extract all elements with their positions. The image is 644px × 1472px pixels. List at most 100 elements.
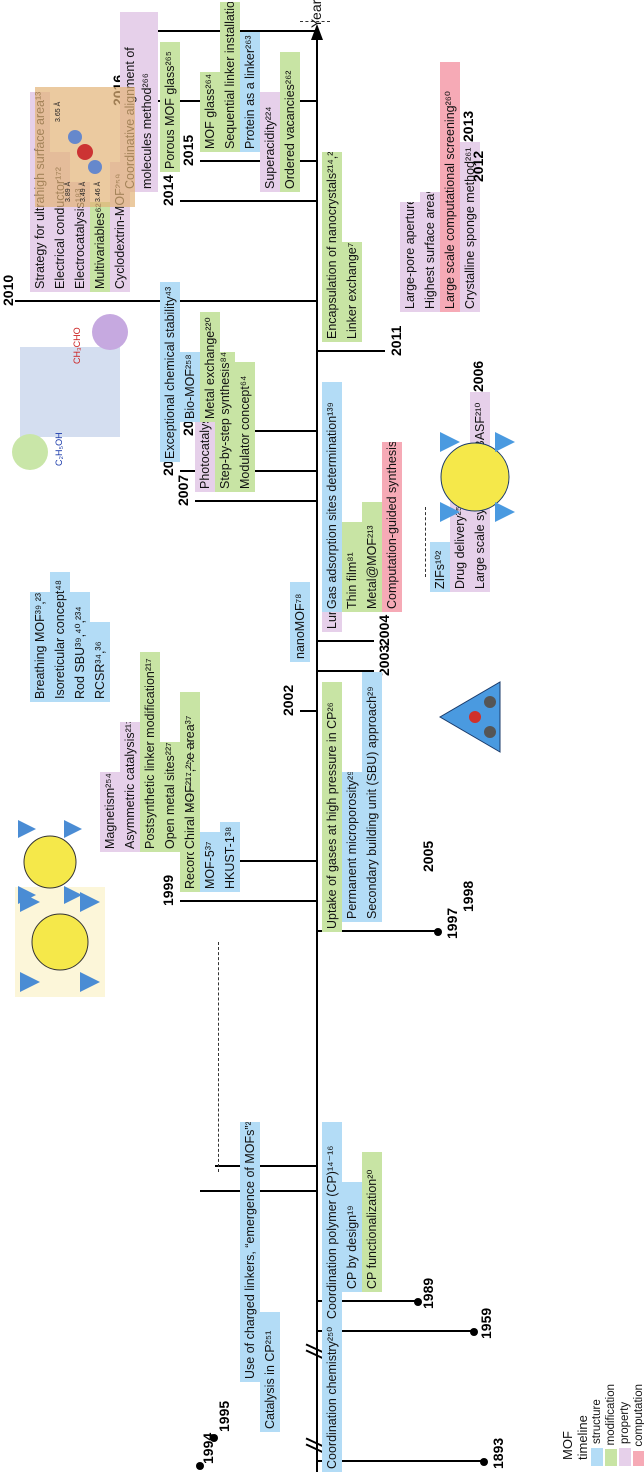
event-bar: Metal@MOF²¹³ [362,502,382,612]
year-label: 1995 [216,1400,232,1432]
year-dot [480,1458,488,1466]
event-bar: Catalysis in CP²⁵¹ [260,1312,280,1432]
event-bar: MOF-5³⁷ [200,832,220,892]
connector-line [180,200,317,202]
event-bar: Uptake of gases at high pressure in CP²⁶ [322,682,342,932]
year-label: 1998 [460,880,476,912]
event-bar: Permanent microporosity²⁹ [342,772,362,922]
event-bar: Breathing MOF³⁹,²³⁴ [30,592,50,702]
year-label: 2002 [280,684,296,716]
event-bar: Bio-MOF²⁵⁸ [180,352,200,422]
year-label: 1999 [160,874,176,906]
legend-label: modification [605,1384,617,1446]
year-label: 2010 [0,274,16,306]
legend-item: modification [604,1384,618,1466]
connector-line [215,1165,317,1167]
event-bar: Postsynthetic linker modification²¹⁷ [140,652,160,852]
event-bar: Exceptional chemical stability⁴³ [160,282,180,462]
zif-illustration [440,432,515,522]
event-bar: CP functionalization²⁰ [362,1152,382,1292]
year-label: 2015 [180,134,196,166]
hkust-illustration [18,820,82,904]
year-label: 2004 [376,614,392,646]
year-label: 2011 [388,325,404,356]
year-label: 1989 [420,1277,436,1309]
cyclodextrin-mof-illustration: C₂H₅OH CH₃CHO [12,314,128,470]
distance-label: 3.89 Å [63,181,72,202]
event-bar: Coordination chemistry²⁵⁰ [322,1312,342,1472]
event-bar: Secondary building unit (SBU) approach²⁹ [362,672,382,922]
event-bar: Rod SBU³⁹,⁴⁰,²³⁴ [70,592,90,702]
legend-swatch [633,1450,644,1466]
event-bar: Metal exchange²²⁰ [200,312,220,422]
event-bar: ZIFs¹⁰² [430,542,450,592]
legend-swatch [619,1448,631,1466]
event-bar: CP by design¹⁹ [342,1182,362,1292]
connector-line [195,500,317,502]
event-bar: Gas adsorption sites determination¹³⁹ [322,382,342,612]
dashed-connector [218,942,219,1172]
year-dot [470,1328,478,1336]
event-bar: nanoMOF⁷⁸ [290,582,310,662]
year-label: 2006 [470,360,486,392]
event-bar: Linker exchange⁷⁴ [342,242,362,342]
legend-item: property [618,1384,632,1466]
mof-framework-illustration [15,887,105,997]
connector-line [180,900,317,902]
legend-title: MOF timeline [560,1415,590,1460]
year-label: 1959 [478,1307,494,1339]
year-label: 2005 [420,840,436,872]
event-bar: Asymmetric catalysis²¹⁷ [120,722,140,852]
event-bar: HKUST-1³⁸ [220,822,240,892]
time-axis [316,36,318,1472]
year-label: 2007 [175,474,191,506]
legend-label: computation [633,1384,644,1447]
year-label: 2012 [470,150,486,182]
ethanol-label: C₂H₅OH [54,432,64,466]
dashed-connector [190,742,191,812]
legend-item: structure [590,1384,604,1466]
event-bar: Sequential linker installation²²⁵ [220,2,240,152]
dashed-connector [300,21,330,22]
event-bar: Porous MOF glass²⁶⁵ [160,42,180,172]
event-bar: Protein as a linker²⁶³ [240,32,260,152]
legend-label: property [619,1401,631,1444]
year-label: 1997 [444,907,460,939]
year-dot [434,928,442,936]
event-bar: Highest surface area⁶⁰ [420,192,440,312]
axis-label: Year [308,0,324,28]
distance-label: 3.46 Å [93,181,102,202]
event-bar: Use of charged linkers, “emergence of MO… [240,1122,260,1382]
event-bar: RCSR³⁴,³⁶ [90,622,110,702]
event-bar: Coordination polymer (CP)¹⁴⁻¹⁶ [322,1122,342,1322]
distance-label: 3.49 Å [78,181,87,202]
event-bar: Isoreticular concept⁴⁸ [50,572,70,702]
connector-line [317,1460,484,1462]
connector-line [317,350,385,352]
event-bar: Superacidity²²⁴ [260,92,280,192]
distance-label: 3.65 Å [53,101,62,122]
connector-line [318,640,374,642]
event-bar: Modulator concept⁶⁴ [235,362,255,492]
legend-label: structure [591,1399,603,1444]
sbu-cluster-illustration [439,681,501,753]
acetaldehyde-label: CH₃CHO [72,327,82,364]
connector-line [300,710,317,712]
event-bar: Multivariables⁶² [90,202,110,292]
event-bar: Magnetism²⁵⁴ [100,772,120,852]
legend-swatch [591,1448,603,1466]
event-bar: Large scale computational screening²⁶⁰ [440,62,460,312]
event-bar: Computation-guided synthesis⁴¹ [382,442,402,612]
event-bar: MOF glass²⁶⁴ [200,72,220,152]
legend: MOF timeline structure modification prop… [560,1384,644,1466]
event-bar: Encapsulation of nanocrystals²¹⁴,²¹⁵ [322,152,342,342]
legend-item: computation [632,1384,644,1466]
event-bar: Open metal sites²²⁷ [160,742,180,852]
event-bar: Thin film⁸¹ [342,522,362,612]
legend-swatch [605,1449,617,1466]
year-label: 1893 [490,1437,506,1469]
molecule-alignment-illustration: 3.89 Å 3.49 Å 3.46 Å 3.65 Å [35,87,135,207]
year-label: 2013 [460,110,476,142]
